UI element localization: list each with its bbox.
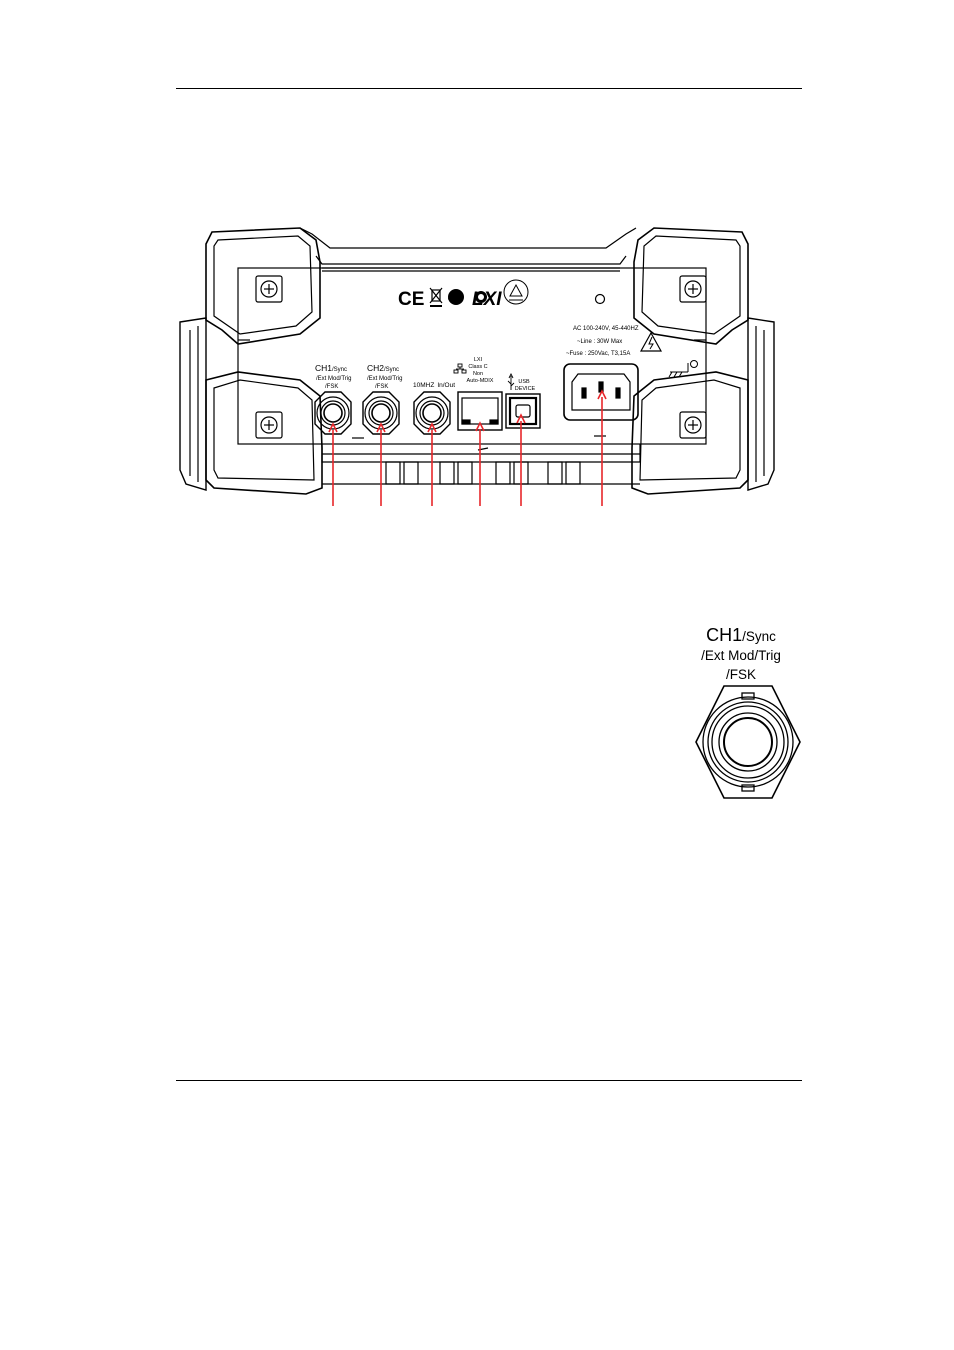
power-inlet — [563, 363, 639, 421]
network-icon — [453, 363, 467, 374]
connector-labels: CH1/Sync /Ext Mod/Trig /FSK CH2/Sync /Ex… — [315, 357, 536, 392]
ch1-callout-arrow — [328, 422, 338, 506]
zoom-label-main: CH1 — [706, 625, 743, 645]
usb-device-port — [505, 393, 541, 429]
callout-arrows — [328, 389, 607, 506]
ref-callout-arrow — [427, 422, 437, 506]
screw-icon — [679, 275, 707, 303]
ref-label: 10MHZ — [413, 382, 434, 389]
screw-icon — [255, 275, 283, 303]
power-info: AC 100-240V, 45-440HZ ~Line : 30W Max ~F… — [566, 326, 639, 357]
zoom-label-sub: /Sync — [742, 629, 776, 644]
compliance-logos: CE 40 LXI — [398, 279, 529, 310]
svg-text:CH2/Sync: CH2/Sync — [367, 363, 399, 373]
svg-text:CH1/Sync: CH1/Sync — [315, 363, 347, 373]
ref-10mhz-bnc-connector — [413, 391, 451, 435]
ch1-zoom-label: CH1/Sync /Ext Mod/Trig /FSK — [676, 626, 806, 684]
ch1-line3: /FSK — [325, 384, 338, 390]
usb-line1: USB — [518, 379, 530, 385]
footer-rule — [176, 1080, 802, 1081]
usb-icon — [507, 372, 515, 390]
ground-icon — [668, 360, 698, 378]
usb-callout-arrow — [516, 413, 526, 506]
weee-bin-icon — [429, 287, 443, 307]
lxi-logo: LXI — [472, 289, 502, 310]
lan-line3: Non — [473, 371, 483, 377]
power-line-text: ~Line : 30W Max — [577, 339, 622, 345]
header-rule — [176, 88, 802, 89]
bottom-vents — [385, 461, 581, 485]
chassis — [237, 227, 707, 485]
power-callout-arrow — [597, 389, 607, 506]
ch2-line2: /Ext Mod/Trig — [367, 376, 402, 382]
lan-line4: Auto-MDIX — [467, 378, 494, 384]
bumper-bottom-right — [631, 317, 775, 495]
usb-line2: DEVICE — [515, 386, 536, 392]
ch1-zoom-connector-icon — [695, 685, 801, 799]
ref-sub-label: In/Out — [437, 382, 455, 389]
ch1-line2: /Ext Mod/Trig — [316, 376, 351, 382]
bumper-top-left — [205, 227, 321, 345]
bumper-top-right — [633, 227, 749, 345]
ch2-callout-arrow — [376, 422, 386, 506]
screw-icon — [679, 411, 707, 439]
zoom-label-line2: /Ext Mod/Trig — [701, 648, 781, 663]
power-fuse-text: ~Fuse : 250Vac, T3,15A — [566, 351, 630, 357]
ch1-label: CH1 — [315, 363, 332, 373]
ch1-sub-label: /Sync — [332, 367, 347, 373]
lan-line1: LXI — [474, 357, 483, 363]
power-rating-text: AC 100-240V, 45-440HZ — [573, 326, 639, 332]
lan-line2: Class C — [468, 364, 487, 370]
ce-mark-logo: CE — [398, 289, 424, 310]
indicator-hole — [594, 293, 606, 305]
zoom-label-line3: /FSK — [725, 667, 756, 682]
ch2-sub-label: /Sync — [384, 367, 399, 373]
safety-cert-icon — [503, 279, 529, 305]
bumper-bottom-left — [179, 317, 323, 495]
ch2-line3: /FSK — [375, 384, 388, 390]
lan-callout-arrow — [475, 421, 485, 506]
epup-40-logo: 40 — [448, 293, 458, 303]
ch2-label: CH2 — [367, 363, 384, 373]
high-voltage-warning-icon — [639, 331, 663, 352]
screw-icon — [255, 411, 283, 439]
ch2-bnc-connector — [362, 391, 400, 435]
